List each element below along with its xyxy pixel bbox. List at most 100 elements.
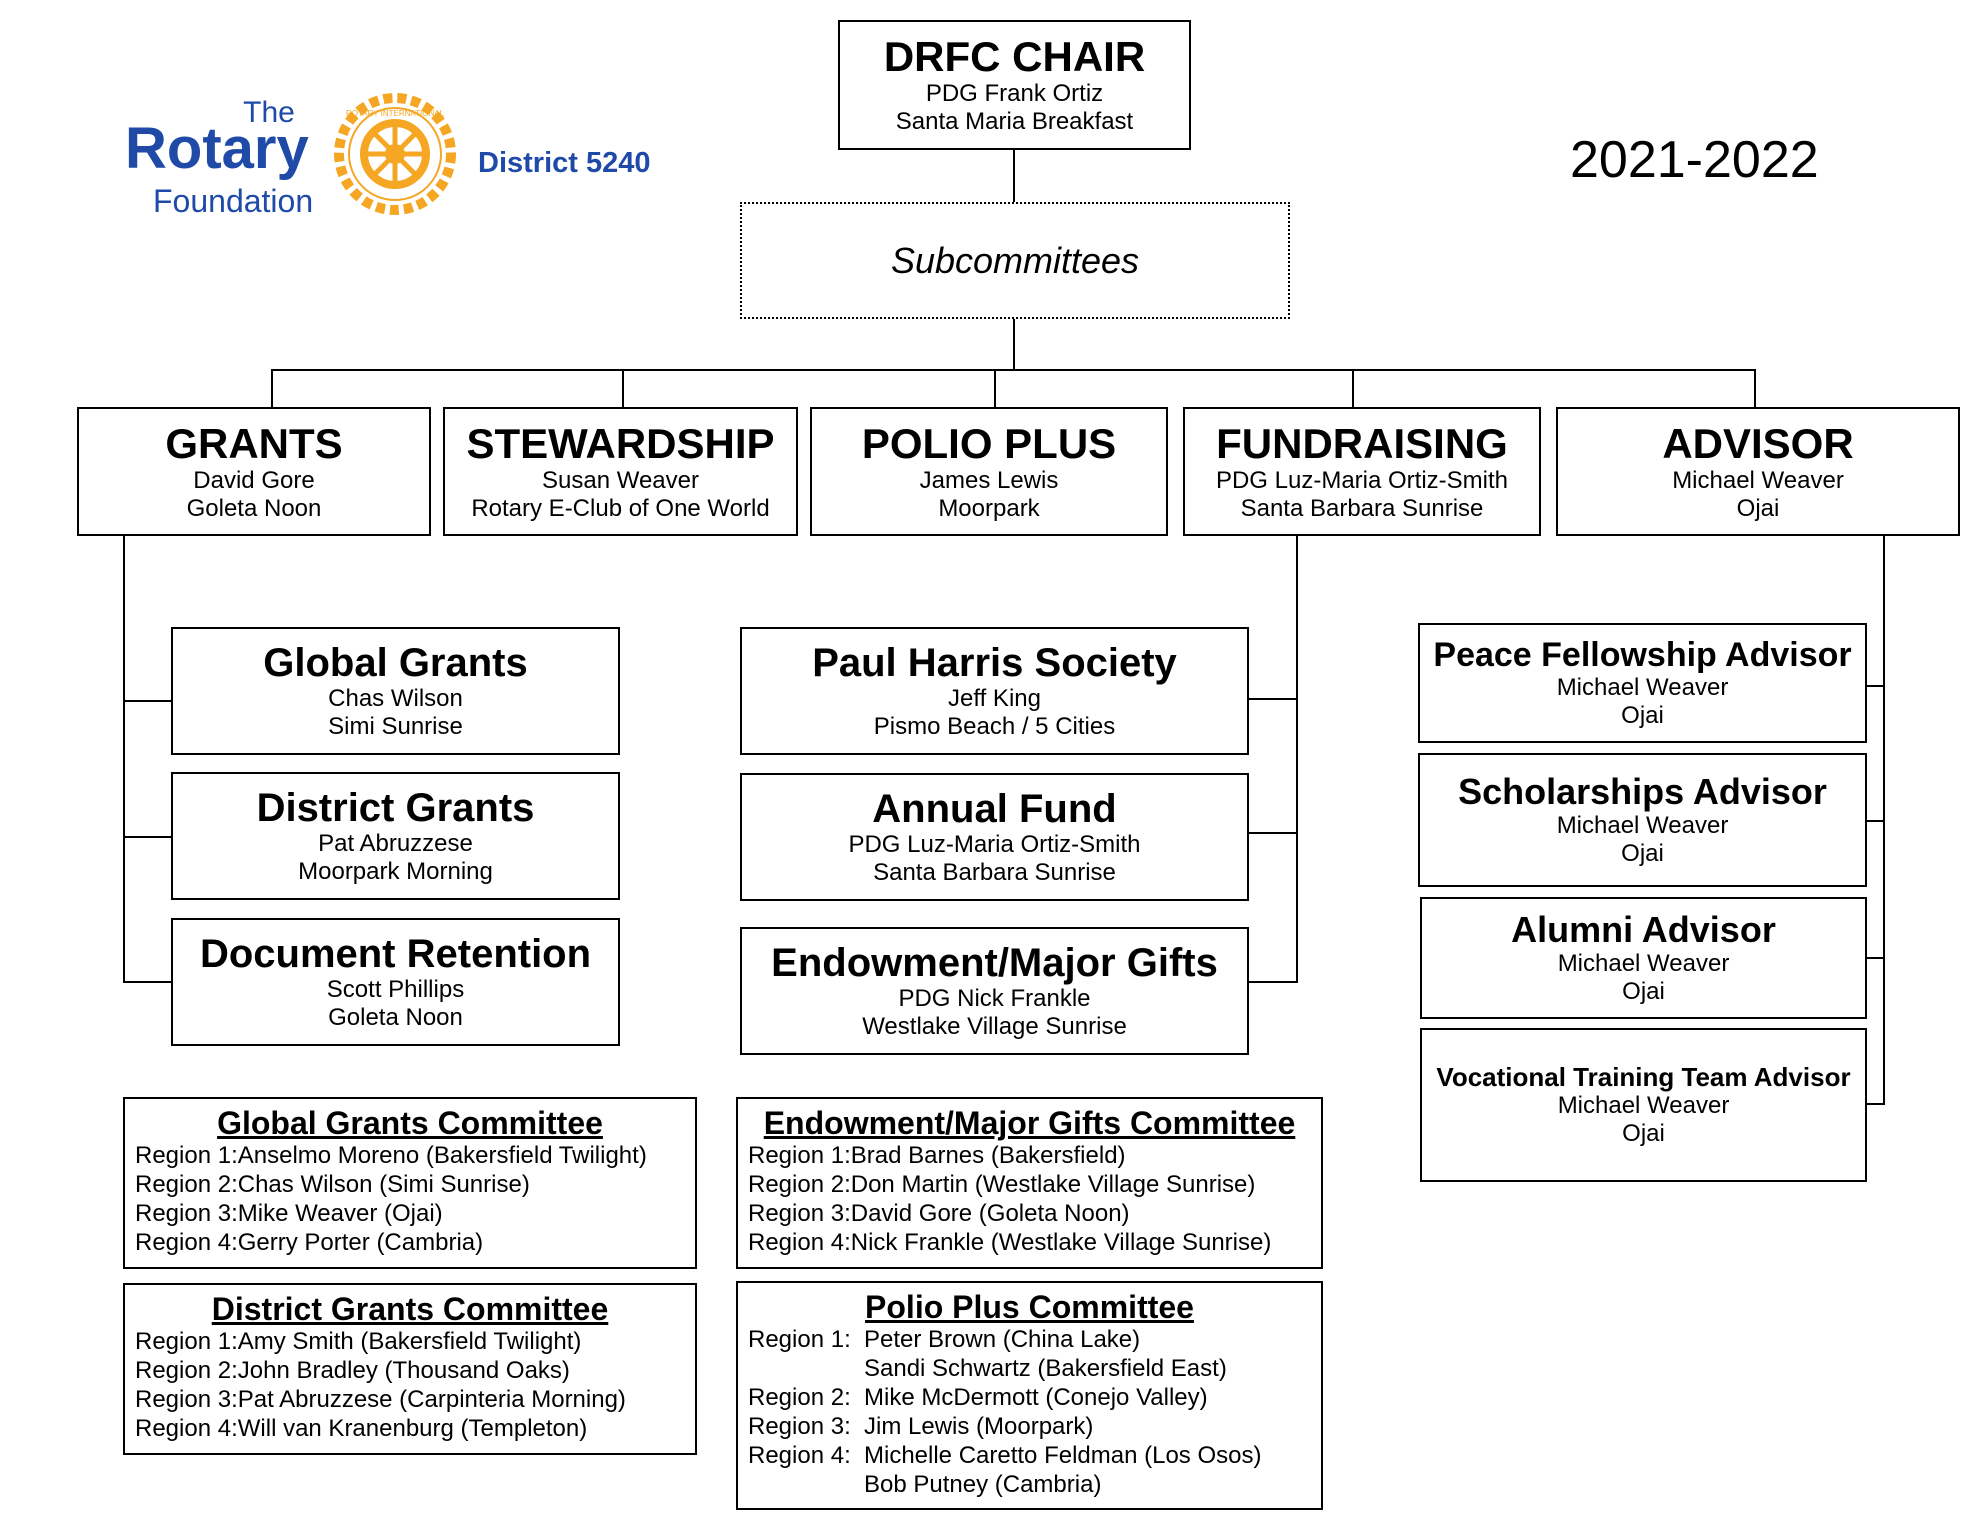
- district-grants-committee-box: District Grants Committee Region 1: Amy …: [123, 1283, 697, 1455]
- document-retention-club: Goleta Noon: [328, 1004, 463, 1031]
- grants-title: GRANTS: [165, 419, 343, 467]
- fundraising-name: PDG Luz-Maria Ortiz-Smith: [1215, 466, 1509, 494]
- region-label: Region 4:: [748, 1442, 851, 1469]
- region-names: Pat Abruzzese (Carpinteria Morning): [237, 1386, 626, 1413]
- paul-harris-society-name: Jeff King: [948, 685, 1041, 712]
- region-label: Region 2:: [748, 1171, 851, 1198]
- region-names: Jim Lewis (Moorpark): [864, 1413, 1094, 1440]
- logo-the: The: [243, 96, 295, 129]
- vocational-training-name: Michael Weaver: [1557, 1092, 1730, 1119]
- alumni-name: Michael Weaver: [1557, 950, 1730, 977]
- region-label: Region 1:: [748, 1326, 851, 1353]
- global-grants-club: Simi Sunrise: [328, 713, 463, 740]
- logo-rotary: Rotary: [125, 116, 309, 181]
- stewardship-club: Rotary E-Club of One World: [471, 494, 770, 522]
- connector: [1248, 981, 1298, 983]
- connector: [123, 535, 125, 983]
- region-label: [748, 1354, 864, 1383]
- polio-plus-committee-box: Polio Plus Committee Region 1:Peter Brow…: [736, 1281, 1323, 1510]
- region-names: Will van Kranenburg (Templeton): [237, 1415, 588, 1442]
- endowment-committee-title: Endowment/Major Gifts Committee: [763, 1105, 1296, 1141]
- global-grants-committee-title: Global Grants Committee: [217, 1105, 603, 1141]
- stewardship-name: Susan Weaver: [542, 466, 699, 494]
- chair-club: Santa Maria Breakfast: [895, 108, 1134, 135]
- region-names: Brad Barnes (Bakersfield): [850, 1142, 1126, 1169]
- connector: [994, 369, 996, 409]
- district-grants-title: District Grants: [256, 786, 535, 830]
- polio-plus-box: POLIO PLUS James Lewis Moorpark: [810, 407, 1168, 536]
- stewardship-box: STEWARDSHIP Susan Weaver Rotary E-Club o…: [443, 407, 798, 536]
- scholarships-advisor-box: Scholarships Advisor Michael Weaver Ojai: [1418, 753, 1867, 887]
- region-names: Don Martin (Westlake Village Sunrise): [850, 1171, 1256, 1198]
- district-grants-committee-title: District Grants Committee: [211, 1291, 609, 1327]
- grants-name: David Gore: [193, 466, 315, 494]
- vocational-training-title: Vocational Training Team Advisor: [1436, 1062, 1851, 1092]
- logo-graphic: The Rotary Foundation ROTARY INTERNATION…: [125, 93, 651, 219]
- region-names: Mike McDermott (Conejo Valley): [864, 1384, 1208, 1411]
- fundraising-box: FUNDRAISING PDG Luz-Maria Ortiz-Smith Sa…: [1183, 407, 1541, 536]
- annual-fund-box: Annual Fund PDG Luz-Maria Ortiz-Smith Sa…: [740, 773, 1249, 901]
- vocational-training-club: Ojai: [1622, 1120, 1665, 1147]
- connector: [123, 981, 173, 983]
- committee-row: Region 3:Jim Lewis (Moorpark): [748, 1412, 1311, 1441]
- vocational-training-advisor-box: Vocational Training Team Advisor Michael…: [1420, 1028, 1867, 1182]
- document-retention-title: Document Retention: [199, 932, 592, 976]
- connector: [1754, 369, 1756, 409]
- fundraising-title: FUNDRAISING: [1216, 419, 1508, 467]
- district-grants-box: District Grants Pat Abruzzese Moorpark M…: [171, 772, 620, 900]
- polio-plus-club: Moorpark: [938, 494, 1040, 522]
- chair-name: PDG Frank Ortiz: [925, 80, 1104, 107]
- connector: [271, 369, 273, 409]
- region-label: Region 4:: [748, 1229, 851, 1256]
- peace-fellowship-advisor-box: Peace Fellowship Advisor Michael Weaver …: [1418, 623, 1867, 743]
- polio-plus-title: POLIO PLUS: [861, 419, 1117, 467]
- region-label: Region 2:: [748, 1384, 851, 1411]
- advisor-club: Ojai: [1736, 494, 1780, 522]
- fundraising-club: Santa Barbara Sunrise: [1240, 494, 1484, 522]
- region-names: Anselmo Moreno (Bakersfield Twilight): [237, 1142, 647, 1169]
- connector: [622, 369, 624, 409]
- rotary-wheel-icon: ROTARY INTERNATIONAL: [334, 93, 456, 215]
- alumni-club: Ojai: [1622, 978, 1665, 1005]
- region-names: Michelle Caretto Feldman (Los Osos): [864, 1442, 1262, 1469]
- region-label: Region 3:: [135, 1386, 238, 1413]
- district-grants-name: Pat Abruzzese: [318, 830, 473, 857]
- region-names: Mike Weaver (Ojai): [237, 1200, 443, 1227]
- scholarships-name: Michael Weaver: [1556, 812, 1729, 839]
- committee-row: Region 2: Mike McDermott (Conejo Valley): [748, 1383, 1311, 1412]
- connector: [123, 836, 173, 838]
- region-label: Region 1:: [748, 1142, 851, 1169]
- region-names: Gerry Porter (Cambria): [237, 1229, 484, 1256]
- committee-row: Region 3: Pat Abruzzese (Carpinteria Mor…: [135, 1385, 685, 1414]
- committee-row: Bob Putney (Cambria): [748, 1470, 1311, 1499]
- annual-fund-title: Annual Fund: [872, 787, 1117, 831]
- committee-row: Region 3: Mike Weaver (Ojai): [135, 1199, 685, 1228]
- endowment-committee-box: Endowment/Major Gifts Committee Region 1…: [736, 1097, 1323, 1269]
- paul-harris-society-club: Pismo Beach / 5 Cities: [873, 713, 1116, 740]
- polio-plus-name: James Lewis: [919, 466, 1059, 494]
- region-names: John Bradley (Thousand Oaks): [237, 1357, 570, 1384]
- annual-fund-name: PDG Luz-Maria Ortiz-Smith: [848, 831, 1141, 858]
- region-label: Region 1:: [135, 1328, 238, 1355]
- committee-row: Region 4: Michelle Caretto Feldman (Los O…: [748, 1441, 1311, 1470]
- committee-row: Region 2: Chas Wilson (Simi Sunrise): [135, 1170, 685, 1199]
- advisor-title: ADVISOR: [1662, 419, 1854, 467]
- committee-row: Region 1: Anselmo Moreno (Bakersfield Tw…: [135, 1141, 685, 1170]
- committee-row: Region 4: Will van Kranenburg (Templeton…: [135, 1414, 685, 1443]
- connector: [1248, 698, 1298, 700]
- drfc-chair-box: DRFC CHAIR PDG Frank Ortiz Santa Maria B…: [838, 20, 1191, 150]
- district-grants-club: Moorpark Morning: [298, 858, 493, 885]
- endowment-major-gifts-title: Endowment/Major Gifts: [771, 941, 1218, 985]
- committee-row: Region 4: Nick Frankle (Westlake Village…: [748, 1228, 1311, 1257]
- committee-row: Sandi Schwartz (Bakersfield East): [748, 1354, 1311, 1383]
- logo-district: District 5240: [478, 147, 651, 179]
- committee-row: Region 3: David Gore (Goleta Noon): [748, 1199, 1311, 1228]
- connector: [1866, 1103, 1885, 1105]
- endowment-major-gifts-box: Endowment/Major Gifts PDG Nick Frankle W…: [740, 927, 1249, 1055]
- global-grants-name: Chas Wilson: [328, 685, 463, 712]
- region-names: Sandi Schwartz (Bakersfield East): [864, 1355, 1227, 1382]
- connector: [1866, 820, 1885, 822]
- committee-row: Region 2: Don Martin (Westlake Village S…: [748, 1170, 1311, 1199]
- subcommittees-label: Subcommittees: [890, 239, 1140, 281]
- chair-title: DRFC CHAIR: [883, 33, 1146, 80]
